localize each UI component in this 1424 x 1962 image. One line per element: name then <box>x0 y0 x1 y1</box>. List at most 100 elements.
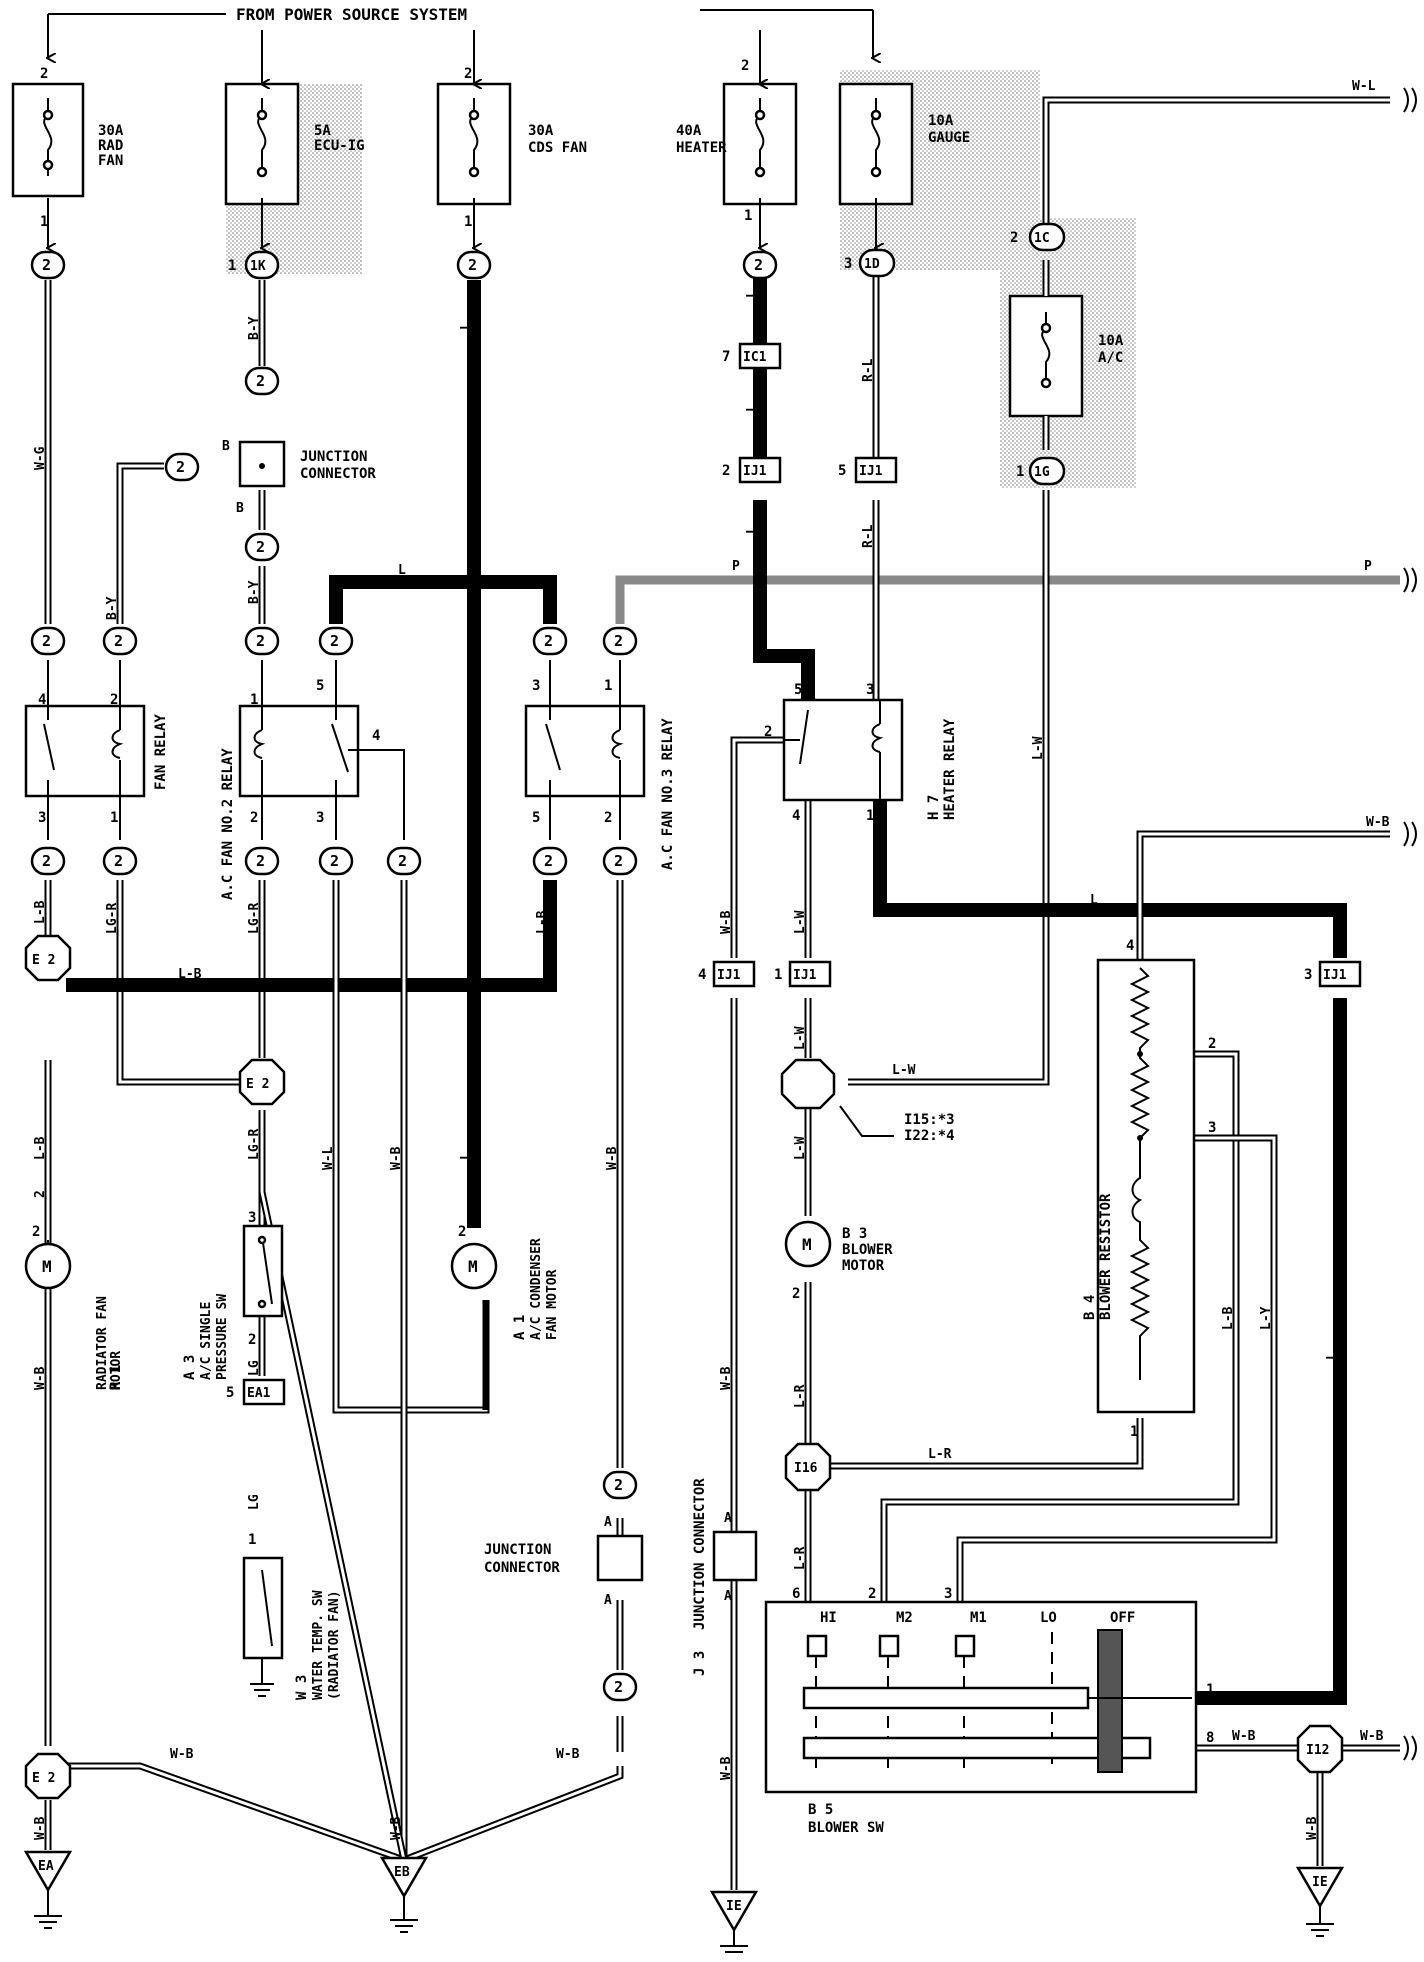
svg-text:A: A <box>724 1511 732 1526</box>
svg-text:M: M <box>42 1257 52 1276</box>
power-source-header: FROM POWER SOURCE SYSTEM <box>48 5 873 58</box>
ground-ie-left: IE <box>709 1890 759 1953</box>
ac-fan-no3-relay: 3 1 5 2 A.C FAN NO.3 RELAY <box>524 660 676 870</box>
connector-ovals: 2 1K 1 2 2 1D 3 1C 2 1G 1 2 2 2 2 2 2 2 … <box>30 222 1066 1702</box>
svg-text:2: 2 <box>33 1190 48 1198</box>
svg-text:3: 3 <box>1304 967 1312 983</box>
ac-fan-no2-relay: 1 5 4 2 3 A.C FAN NO.2 RELAY <box>220 660 380 900</box>
svg-text:IE: IE <box>726 1899 742 1914</box>
svg-text:RADIATOR FAN: RADIATOR FAN <box>95 1296 110 1390</box>
svg-text:W-L: W-L <box>1352 79 1376 94</box>
svg-text:JUNCTION CONNECTOR: JUNCTION CONNECTOR <box>692 1478 708 1630</box>
svg-text:W-B: W-B <box>719 1756 734 1780</box>
blower-resistor: 4 2 3 1 B 4 BLOWER RESISTOR <box>1082 938 1216 1440</box>
svg-text:2: 2 <box>604 810 612 826</box>
svg-text:B-Y: B-Y <box>105 596 120 620</box>
svg-text:2: 2 <box>256 632 265 650</box>
svg-text:HEATER: HEATER <box>676 140 727 156</box>
svg-text:2: 2 <box>42 852 51 870</box>
svg-text:LO: LO <box>1040 1610 1057 1626</box>
svg-text:B-Y: B-Y <box>247 316 262 340</box>
svg-text:W-B: W-B <box>389 1146 404 1170</box>
svg-text:CONNECTOR: CONNECTOR <box>484 1560 560 1576</box>
svg-text:W-B: W-B <box>556 1747 580 1762</box>
svg-text:2: 2 <box>256 538 265 556</box>
ground-eb: EB <box>379 1856 429 1933</box>
svg-text:I16: I16 <box>794 1461 818 1476</box>
svg-text:A.C FAN NO.3 RELAY: A.C FAN NO.3 RELAY <box>660 718 676 870</box>
svg-text:2: 2 <box>722 463 730 479</box>
svg-text:JUNCTION: JUNCTION <box>484 1542 551 1558</box>
svg-text:2: 2 <box>110 692 118 708</box>
svg-text:L: L <box>745 404 760 412</box>
ground-ie-right: IE <box>1295 1866 1345 1937</box>
svg-text:1: 1 <box>228 258 236 274</box>
fuse-ecu-ig: 5A ECU-IG <box>224 82 365 274</box>
radiator-fan-motor: M 2 R 1 RADIATOR FAN MOTOR <box>24 1224 124 1390</box>
svg-text:30A: 30A <box>98 123 124 139</box>
svg-text:L: L <box>459 1152 474 1160</box>
svg-text:WATER TEMP. SW: WATER TEMP. SW <box>311 1590 326 1700</box>
svg-text:2: 2 <box>544 632 553 650</box>
svg-text:P: P <box>732 559 740 574</box>
svg-text:2: 2 <box>256 852 265 870</box>
svg-text:5: 5 <box>794 682 802 698</box>
svg-text:EB: EB <box>394 1865 410 1880</box>
svg-text:L-W: L-W <box>793 1136 808 1160</box>
svg-text:2: 2 <box>256 372 265 390</box>
svg-text:R-L: R-L <box>861 358 876 382</box>
svg-text:A/C: A/C <box>1098 350 1123 366</box>
svg-text:M2: M2 <box>896 1610 913 1626</box>
svg-text:(RADIATOR FAN): (RADIATOR FAN) <box>327 1590 342 1700</box>
svg-text:I12: I12 <box>1306 1743 1329 1758</box>
svg-text:2: 2 <box>114 852 123 870</box>
svg-text:B-Y: B-Y <box>247 580 262 604</box>
svg-text:IJ1: IJ1 <box>859 464 883 479</box>
svg-text:5: 5 <box>838 463 846 479</box>
svg-text:L: L <box>398 563 406 578</box>
svg-text:LG: LG <box>247 1360 262 1376</box>
svg-text:CDS FAN: CDS FAN <box>528 140 587 156</box>
svg-text:2: 2 <box>42 632 51 650</box>
svg-text:L-B: L-B <box>33 900 48 924</box>
svg-text:1: 1 <box>464 214 472 230</box>
fuse-ac: 10A A/C <box>1000 218 1136 488</box>
svg-text:2: 2 <box>398 852 407 870</box>
svg-text:1: 1 <box>604 678 612 694</box>
svg-text:2: 2 <box>764 724 772 740</box>
svg-text:A: A <box>604 1515 612 1530</box>
svg-text:W-G: W-G <box>33 446 48 470</box>
svg-text:L: L <box>459 322 474 330</box>
svg-text:1: 1 <box>248 1532 256 1548</box>
svg-text:1: 1 <box>250 692 258 708</box>
svg-text:2: 2 <box>330 852 339 870</box>
svg-text:10A: 10A <box>1098 333 1124 349</box>
svg-text:W-B: W-B <box>33 1816 48 1840</box>
svg-text:1D: 1D <box>864 257 880 272</box>
svg-text:3: 3 <box>944 1586 952 1602</box>
rect-connectors: IC1 7 IJ1 2 IJ1 5 IJ1 4 IJ1 1 IJ1 3 EA1 … <box>226 342 1362 1406</box>
svg-text:IC1: IC1 <box>743 350 767 365</box>
svg-text:LG-R: LG-R <box>247 1129 262 1160</box>
svg-text:A 3: A 3 <box>182 1355 198 1380</box>
svg-text:R-L: R-L <box>861 524 876 548</box>
ground-ea: EA <box>23 1850 73 1929</box>
svg-text:8: 8 <box>1206 1730 1214 1746</box>
svg-text:L: L <box>745 526 760 534</box>
svg-text:W-B: W-B <box>719 910 734 934</box>
svg-text:2: 2 <box>40 66 48 82</box>
svg-text:B: B <box>222 439 230 454</box>
svg-text:W-B: W-B <box>1232 1729 1256 1744</box>
svg-text:4: 4 <box>698 967 706 983</box>
fuse-heater: 2 1 40A HEATER <box>676 58 798 224</box>
svg-text:3: 3 <box>38 810 46 826</box>
svg-text:2: 2 <box>754 256 763 274</box>
svg-text:7: 7 <box>722 349 730 365</box>
svg-text:2: 2 <box>614 852 623 870</box>
svg-text:2: 2 <box>741 58 749 74</box>
fuse-rad-fan: 2 1 30A RAD FAN <box>11 66 124 230</box>
svg-text:5: 5 <box>532 810 540 826</box>
svg-text:M1: M1 <box>970 1610 987 1626</box>
svg-text:3: 3 <box>316 810 324 826</box>
svg-text:P: P <box>1364 559 1372 574</box>
